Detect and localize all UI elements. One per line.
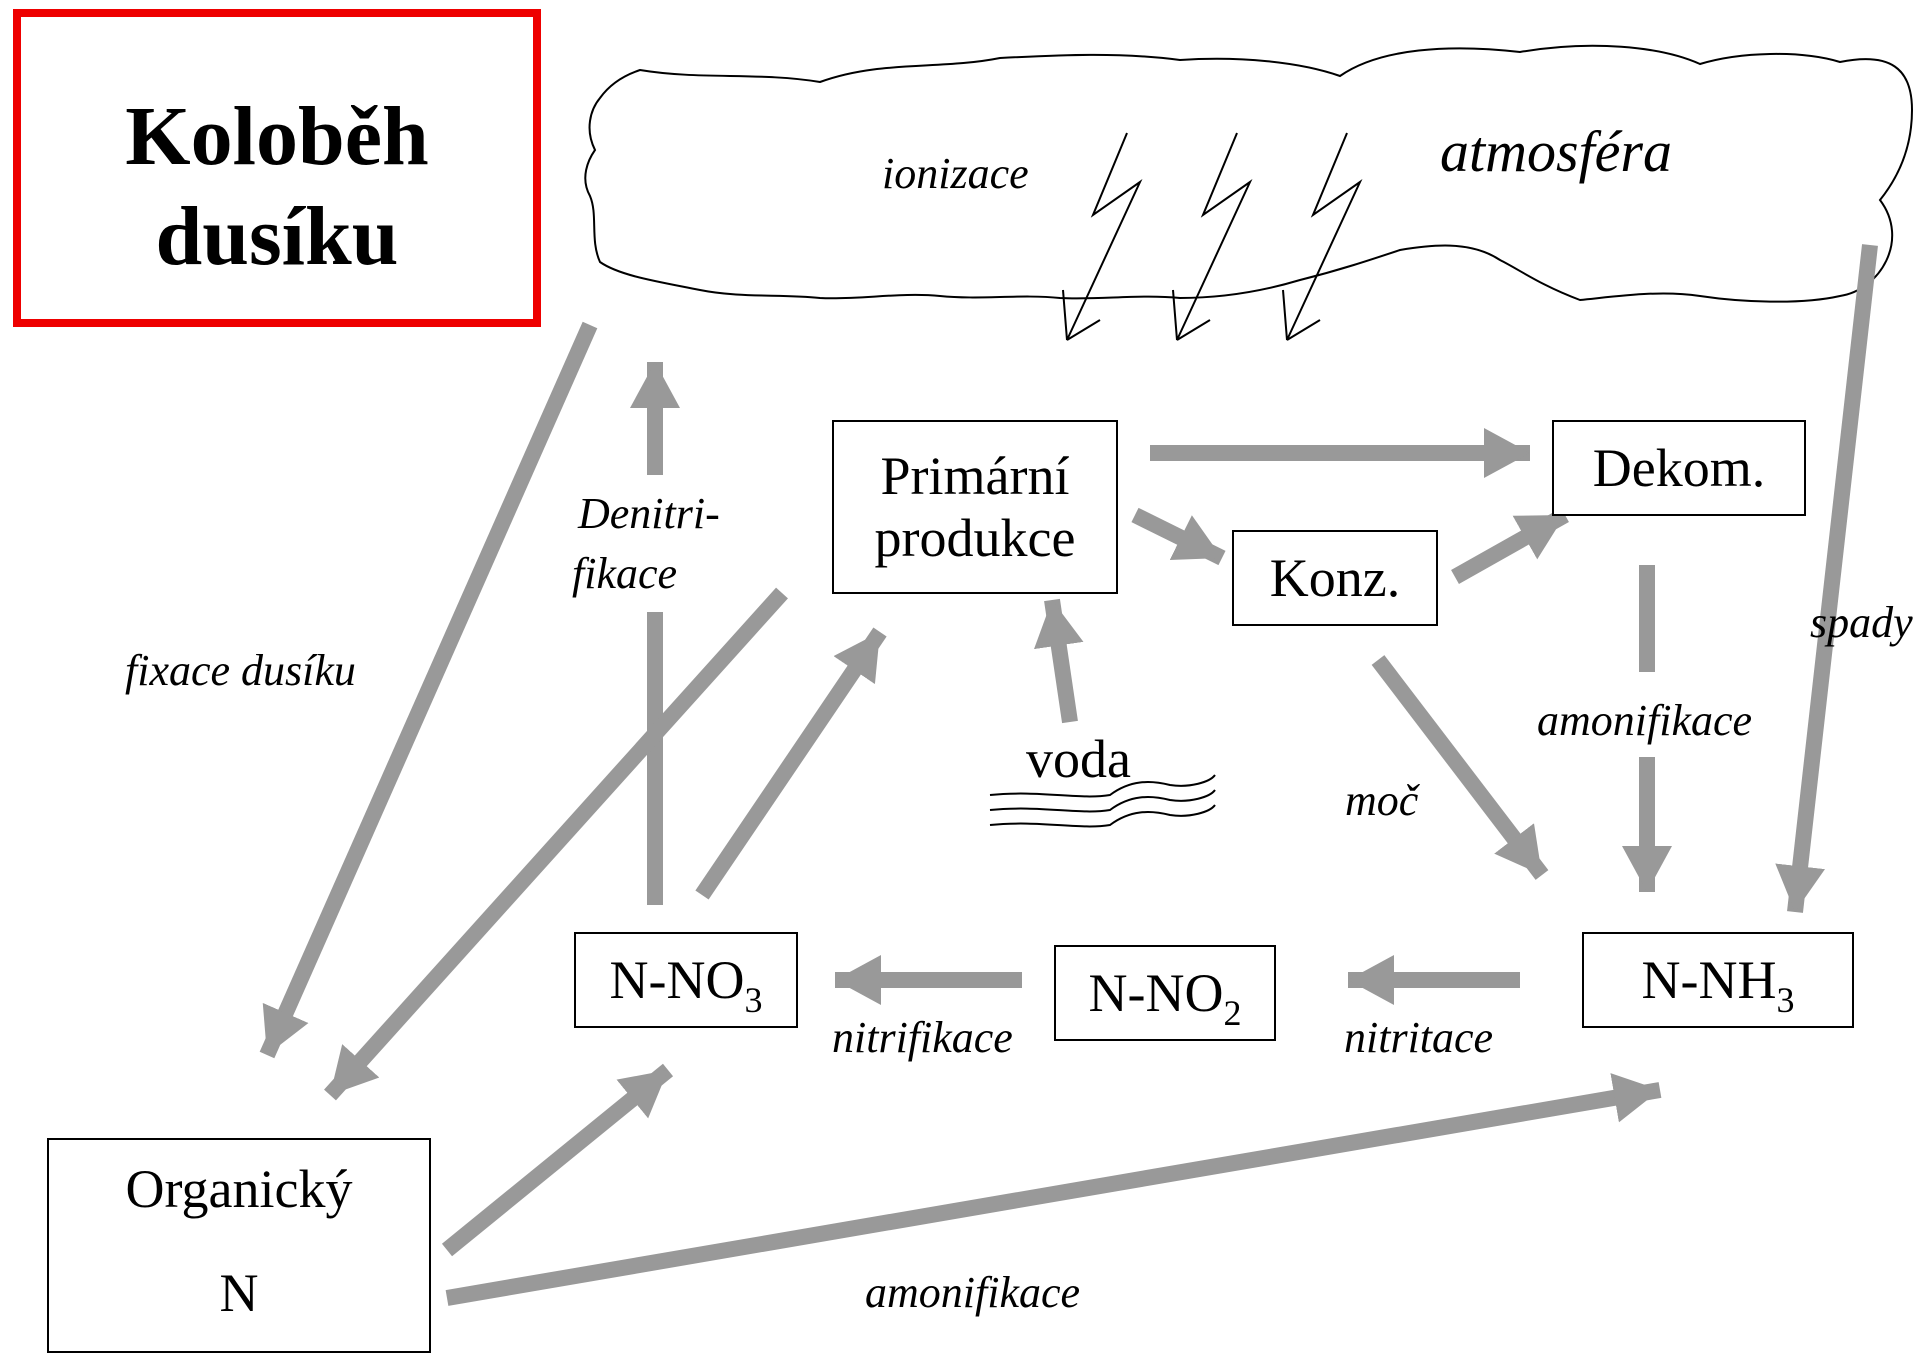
arrow-consumers-to-ammonia [1371,655,1549,880]
node-primary-line-2: produkce [874,508,1076,568]
label-denitrification-2: fikace [572,549,678,598]
node-decomposers: Dekom. [1552,420,1806,516]
node-primary-production: Primární produkce [832,420,1118,594]
arrow-primary-to-consumers [1131,507,1226,566]
node-organic-line-1: Organický [125,1159,353,1219]
node-nitrate-label: N-NO [609,949,745,1010]
node-decomposers-label: Dekom. [1592,437,1766,498]
arrow-organic-to-ammonia [445,1073,1662,1306]
node-consumers: Konz. [1232,530,1438,626]
label-deposition: spady [1810,598,1913,647]
node-primary-line-1: Primární [880,445,1070,506]
lightning-icon [1062,132,1363,341]
arrow-deposition [1775,244,1878,913]
label-denitrification-1: Denitri- [578,489,720,538]
arrow-fixation [259,321,598,1059]
node-nitrite: N-NO2 [1054,945,1276,1041]
label-urine: moč [1345,776,1419,825]
title: Koloběh dusíku [21,87,533,287]
node-nitrate-subscript: 3 [744,979,763,1020]
node-nitrite-subscript: 2 [1223,992,1242,1033]
title-line-2: dusíku [155,190,399,283]
node-nitrite-label: N-NO [1088,962,1224,1023]
title-box: Koloběh dusíku [13,9,541,327]
arrow-nitrate-to-primary [695,627,887,900]
node-consumers-label: Konz. [1269,547,1401,608]
title-line-1: Koloběh [125,90,429,183]
node-nitrate: N-NO3 [574,932,798,1028]
label-nitritation: nitritace [1344,1013,1494,1062]
arrow-water-to-primary [1033,598,1084,724]
water-waves-icon [989,774,1216,828]
label-fixation: fixace dusíku [125,646,356,695]
arrow-consumers-to-decomposers [1451,508,1569,584]
node-organic-line-2: N [219,1263,259,1324]
label-nitrification: nitrifikace [832,1013,1013,1062]
node-organic-nitrogen: Organický N [47,1138,431,1353]
node-ammonia: N-NH3 [1582,932,1854,1028]
label-atmosphere: atmosféra [1440,119,1672,184]
label-ammonification-bottom: amonifikace [865,1268,1081,1317]
node-ammonia-label: N-NH [1641,949,1777,1010]
cloud-icon [584,44,1914,303]
label-ionization: ionizace [882,149,1029,198]
label-water: voda [1026,729,1131,789]
arrow-primary-to-organic [324,587,788,1101]
arrow-organic-to-nitrate [441,1063,674,1257]
label-ammonification-top: amonifikace [1537,696,1753,745]
node-ammonia-subscript: 3 [1776,979,1795,1020]
